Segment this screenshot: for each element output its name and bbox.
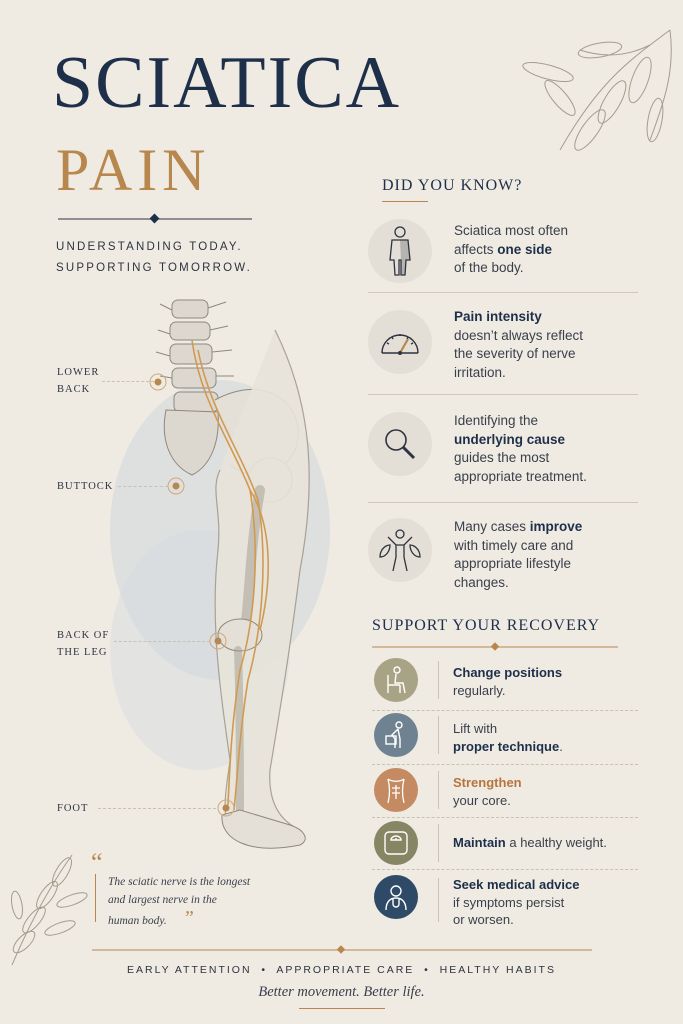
label-back-of-leg-line1: BACK OF (57, 630, 110, 641)
tip-row-3: Strengthen your core. (372, 765, 638, 815)
tip-divider-2 (372, 764, 638, 765)
quote-open-mark: “ (91, 848, 103, 877)
tip-divider-4 (372, 869, 638, 870)
tip-2-line-1: Lift with (453, 721, 498, 736)
fact-1-line-1: Sciatica most often (454, 223, 569, 238)
target-marker-lower-back (149, 373, 167, 391)
leader-line-buttock (118, 486, 168, 487)
fact-2-line-1: Pain intensity (454, 309, 542, 324)
leader-line-foot (98, 808, 216, 809)
target-marker-buttock (167, 477, 185, 495)
leaf-branch-decoration (522, 29, 672, 151)
core-torso-icon (374, 768, 418, 812)
fact-divider-1 (368, 292, 638, 293)
recovery-heading: SUPPORT YOUR RECOVERY (372, 617, 601, 634)
tip-3-line-1: Strengthen (453, 775, 522, 790)
footer-underline (299, 1008, 385, 1009)
fact-2-line-3: the severity of nerve (454, 346, 576, 361)
target-marker-back-of-leg (209, 632, 227, 650)
tip-1-line-2: regularly. (453, 682, 506, 698)
spine-leg-illustration (110, 299, 330, 849)
fact-row-1: Sciatica most often affects one side of … (368, 214, 638, 314)
fact-4-line-1: Many cases improve (454, 519, 583, 534)
footer-tags: EARLY ATTENTION • APPROPRIATE CARE • HEA… (127, 964, 556, 976)
tip-2-line-2: proper technique. (453, 738, 563, 754)
fact-1-line-2: affects one side (454, 241, 553, 257)
label-foot: FOOT (57, 803, 89, 814)
title-divider (58, 213, 252, 224)
label-back-of-leg: BACK OF THE LEG (57, 627, 109, 661)
body-icon (368, 219, 432, 283)
leader-line-back-of-leg (114, 641, 210, 642)
target-marker-foot (217, 799, 235, 817)
magnifier-icon (368, 412, 432, 476)
fact-text-4: Many cases improve with timely care and … (454, 518, 634, 592)
tip-5-line-3: or worsen. (453, 912, 514, 927)
fact-3-line-4: appropriate treatment. (454, 468, 587, 484)
footer-divider (92, 945, 592, 954)
fact-text-2: Pain intensity doesn’t always reflect th… (454, 308, 634, 382)
tip-text-3: Strengthen your core. (453, 774, 633, 809)
quote-bar (95, 874, 96, 922)
doctor-icon (374, 875, 418, 919)
tagline-1: UNDERSTANDING TODAY. (56, 241, 243, 253)
tip-row-2: Lift with proper technique. (372, 710, 638, 760)
leaf-branch-decoration-left (11, 854, 88, 966)
recovery-divider (372, 642, 618, 651)
fact-text-3: Identifying the underlying cause guides … (454, 412, 634, 486)
fact-2-line-4: irritation. (454, 364, 506, 380)
label-back-of-leg-line2: THE LEG (57, 647, 108, 658)
tip-row-5: Seek medical advice if symptoms persist … (372, 872, 638, 928)
label-lower-back-line1: LOWER (57, 367, 100, 378)
fact-2-line-2: doesn’t always reflect (454, 327, 584, 343)
tip-4-line-1: Maintain a healthy weight. (453, 835, 607, 850)
label-buttock: BUTTOCK (57, 481, 114, 492)
leader-line-lower-back (102, 381, 154, 382)
tip-5-line-2: if symptoms persist (453, 894, 565, 910)
fact-row-3: Identifying the underlying cause guides … (368, 408, 638, 508)
quote-line-2: and largest nerve in the (108, 894, 217, 906)
tip-row-4: Maintain a healthy weight. (372, 818, 638, 868)
label-lower-back: LOWER BACK (57, 364, 99, 398)
quote-text: The sciatic nerve is the longest and lar… (108, 873, 278, 930)
tip-5-line-1: Seek medical advice (453, 877, 580, 892)
lifting-person-icon (374, 713, 418, 757)
fact-row-4: Many cases improve with timely care and … (368, 514, 638, 614)
did-you-know-heading: DID YOU KNOW? (382, 177, 523, 194)
quote-close-mark: ” (182, 907, 194, 929)
tip-text-4: Maintain a healthy weight. (453, 834, 638, 852)
gauge-icon (368, 310, 432, 374)
fact-3-line-3: guides the most (454, 450, 550, 465)
tip-divider-3 (372, 817, 638, 818)
fact-row-2: Pain intensity doesn’t always reflect th… (368, 304, 638, 404)
fact-3-line-2: underlying cause (454, 431, 566, 447)
fact-text-1: Sciatica most often affects one side of … (454, 222, 634, 278)
tip-text-5: Seek medical advice if symptoms persist … (453, 876, 633, 929)
sitting-person-icon (374, 658, 418, 702)
title-sciatica: SCIATICA (52, 42, 402, 124)
tip-1-line-1: Change positions (453, 665, 563, 680)
tip-divider-1 (372, 710, 638, 711)
tip-text-1: Change positions regularly. (453, 664, 633, 699)
fact-4-line-3: appropriate lifestyle (454, 556, 572, 571)
footer-motto: Better movement. Better life. (258, 984, 425, 1000)
fact-3-line-1: Identifying the (454, 413, 539, 428)
did-you-know-underline (382, 201, 428, 202)
fact-4-line-2: with timely care and (454, 537, 574, 553)
scale-icon (374, 821, 418, 865)
tagline-2: SUPPORTING TOMORROW. (56, 262, 253, 274)
tip-row-1: Change positions regularly. (372, 655, 638, 705)
fact-4-line-4: changes. (454, 574, 509, 590)
person-leaves-icon (368, 518, 432, 582)
fact-divider-3 (368, 502, 638, 503)
tip-text-2: Lift with proper technique. (453, 720, 633, 755)
fact-divider-2 (368, 394, 638, 395)
fact-1-line-3: of the body. (454, 260, 524, 275)
title-pain: PAIN (56, 137, 211, 203)
quote-line-1: The sciatic nerve is the longest (108, 876, 251, 888)
label-lower-back-line2: BACK (57, 384, 91, 395)
tip-3-line-2: your core. (453, 792, 511, 808)
quote-line-3: human body.” (108, 907, 194, 929)
